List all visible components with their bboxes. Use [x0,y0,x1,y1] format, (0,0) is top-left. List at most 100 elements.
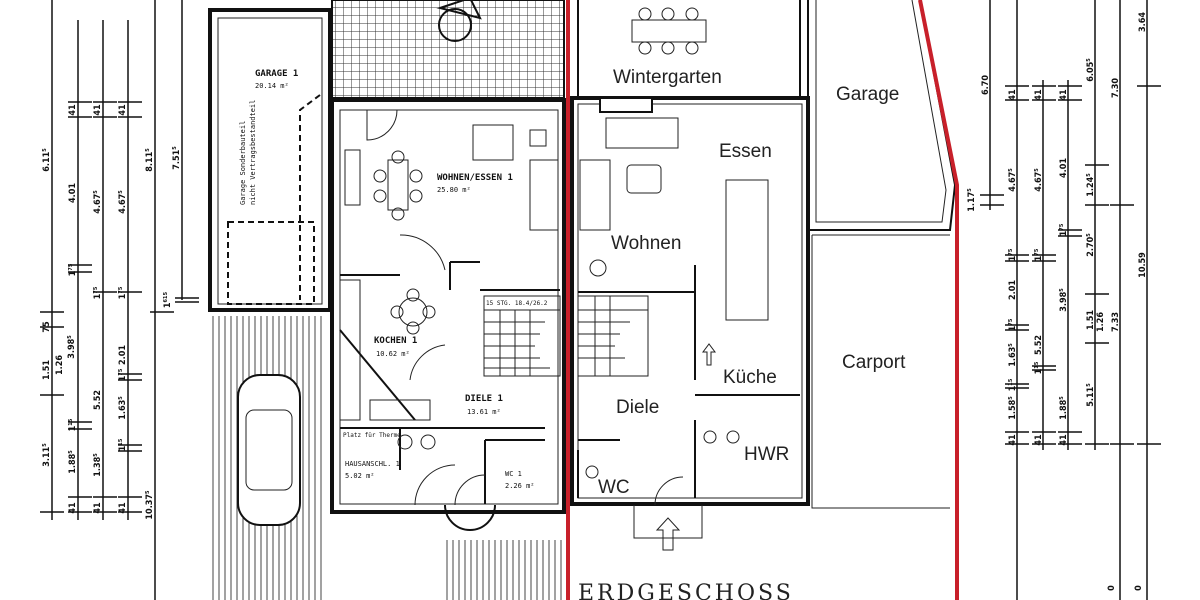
dimension-label: 75 [42,321,52,333]
dimension-label: 41 [1059,89,1069,101]
dimension-label: 3.64 [1138,12,1148,32]
dimension-label: 1¹⁵ [68,418,78,431]
dimension-label: 1.26 [1096,312,1106,332]
property-line-right [918,0,959,600]
kochen-1-area: 10.62 m² [376,350,410,358]
dimension-label: 41 [93,502,103,514]
dimension-label: 1⁷⁵ [1008,248,1018,261]
dimension-label: 1⁷⁵ [118,286,128,299]
carport [811,234,950,509]
diele-1-area: 13.61 m² [467,408,501,416]
dimension-label: 1.51 [42,360,52,380]
dimension-label: 8.11⁵ [145,148,155,172]
dimension-label: 41 [118,502,128,514]
dimension-label: 4.01 [1059,158,1069,178]
dimension-label: 1¹⁵ [1034,361,1044,374]
dimension-label: 41 [1008,89,1018,101]
dimension-label: 41 [118,104,128,116]
dimension-label: 1⁷⁵ [1034,248,1044,261]
garage-1-label: GARAGE 1 [255,69,298,79]
hausanschl-1-label: HAUSANSCHL. 1 [345,460,400,468]
dimension-label: 41 [1034,434,1044,446]
dimension-label: 5.11⁵ [1086,383,1096,407]
dimension-label: 2.01 [118,345,128,365]
dimension-label: 1.88⁵ [68,450,78,474]
dimension-label: 5.52 [93,390,103,410]
diele-1-label: DIELE 1 [465,394,503,404]
dimension-label: 4.01 [68,183,78,203]
car-icon [237,374,301,526]
dimension-label: 41 [93,104,103,116]
dimension-label: 1.58⁵ [1008,396,1018,420]
dimension-label: 1.38⁵ [93,453,103,477]
dimension-label: 0 [1107,585,1117,591]
wohnen-essen-1-area: 25.80 m² [437,186,471,194]
therme-note: Platz für Therme [343,432,401,439]
dimension-label: 4.67⁵ [93,190,103,214]
floor-title: ERDGESCHOSS [578,581,794,600]
dimension-label: 1¹⁵ [118,438,128,451]
carport-label: Carport [842,352,906,373]
diele-label: Diele [616,397,659,418]
kochen-1-label: KOCHEN 1 [374,336,417,346]
garage-note-2: nicht Vertragsbestandteil [249,100,257,205]
dimension-label: 4.67⁵ [1034,168,1044,192]
dimension-label: 3.98⁵ [67,335,77,359]
dimension-label: 1.51 [1086,310,1096,330]
dimension-label: 1⁷⁵ [1059,223,1069,236]
garage-right [807,0,957,231]
dimension-label: 6.11⁵ [42,148,52,172]
dimension-label: 2.01 [1008,280,1018,300]
dimension-label: 7.51⁵ [172,146,182,170]
wc-1-area: 2.26 m² [505,482,535,490]
dimension-label: 1⁷⁵ [1008,318,1018,331]
dimension-label: 41 [1008,434,1018,446]
house-right [570,0,810,551]
parasol-icon [436,0,482,42]
terrace-left [331,0,565,99]
dimension-label: 41 [1059,434,1069,446]
dimension-label: 1⁷⁵ [93,286,103,299]
kueche-label: Küche [723,367,777,388]
dimension-label: 1⁷⁵ [118,368,128,381]
dimension-label: 2.70⁵ [1086,233,1096,257]
dimension-labels: 6.11⁵751.513.11⁵1.263.98⁵414.011⁷⁵1¹⁵1.8… [42,12,1148,591]
dimension-lines [40,0,1161,600]
wc-1-label: WC 1 [505,470,522,478]
dimension-label: 41 [68,502,78,514]
dimension-label: 10.59 [1138,252,1148,278]
hwr-label: HWR [744,444,789,465]
dimension-label: 3.98⁵ [1059,288,1069,312]
dimension-label: 4.67⁵ [1008,168,1018,192]
dimension-label: 41 [1034,89,1044,101]
dimension-label: 1.63⁵ [118,396,128,420]
dimension-label: 7.33 [1111,312,1121,332]
garage-left [208,8,332,312]
dimension-label: 1¹⁵ [1008,378,1018,391]
essen-label: Essen [719,141,772,162]
dimension-label: 1.26 [55,355,65,375]
dimension-label: 41 [68,104,78,116]
garage-note-1: Garage Sonderbauteil [239,121,247,205]
garage-1-area: 20.14 m² [255,82,289,90]
dimension-label: 1.24⁵ [1086,173,1096,197]
arrow-up-icon [702,343,716,366]
entrance-arrow-icon [655,517,681,551]
dimension-label: 6.05⁵ [1086,58,1096,82]
wohnen-label: Wohnen [611,233,681,254]
garage-label: Garage [836,84,899,105]
house-left [330,98,566,531]
hausanschl-1-area: 5.02 m² [345,472,375,480]
dimension-label: 1⁶¹⁵ [163,291,173,308]
dimension-label: 1.17⁵ [967,188,977,212]
stripes-bottom [445,540,565,600]
stairs-label: 15 STG. 18.4/26.2 [486,300,548,307]
wintergarten-label: Wintergarten [613,67,722,88]
dimension-label: 4.67⁵ [118,190,128,214]
dimension-label: 0 [1134,585,1144,591]
wohnen-essen-1-label: WOHNEN/ESSEN 1 [437,173,513,183]
dimension-label: 1.63⁵ [1008,343,1018,367]
dimension-label: 5.52 [1034,335,1044,355]
dimension-label: 6.70 [981,75,991,95]
